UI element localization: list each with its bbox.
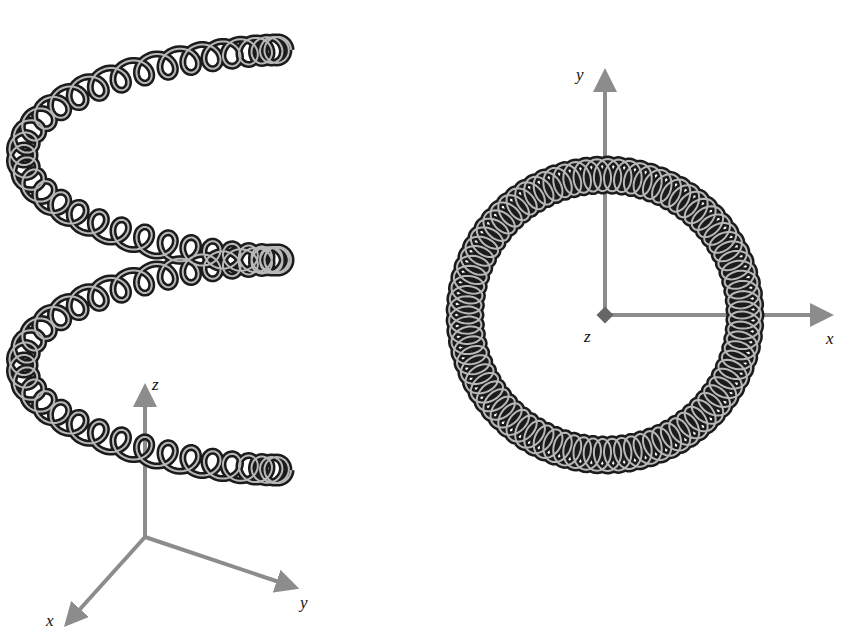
axis-label: z: [152, 376, 159, 393]
y-axis: [145, 537, 288, 585]
x-axis: [72, 537, 145, 618]
axis-label: z: [584, 328, 591, 345]
axis-label: y: [576, 66, 584, 83]
axis-label: y: [300, 594, 308, 611]
z-axis-point: [597, 307, 614, 324]
y-axis: [603, 80, 607, 315]
axis-label: x: [46, 612, 54, 629]
x-axis: [605, 313, 822, 317]
coil-ribbon-highlight: [10, 37, 292, 483]
coil-ribbon: [10, 37, 292, 483]
axis-label: x: [826, 330, 834, 347]
coil-ribbon-highlight: [449, 159, 761, 471]
coil-ribbon: [449, 159, 761, 471]
left-superhelix: [10, 37, 292, 483]
right-ring: [449, 159, 761, 471]
